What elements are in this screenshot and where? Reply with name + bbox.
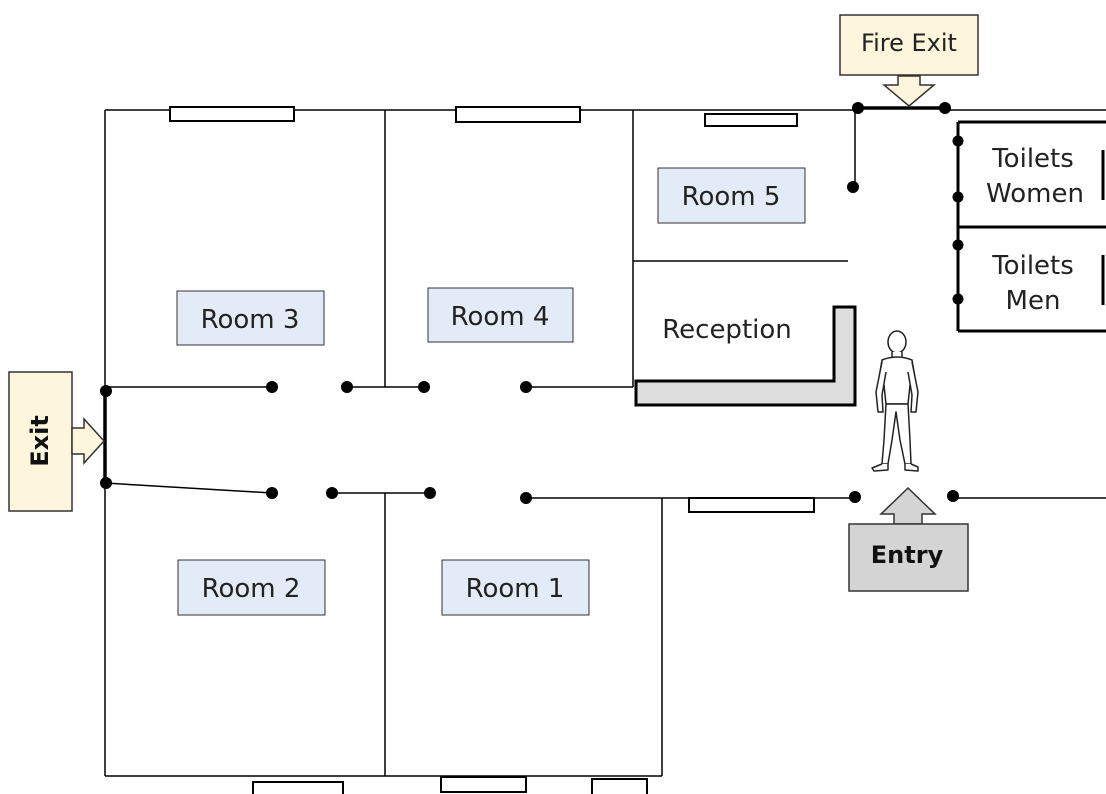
svg-text:Fire Exit: Fire Exit bbox=[861, 29, 957, 57]
window bbox=[252, 781, 344, 794]
window bbox=[440, 776, 527, 793]
toilets-men-label-line2: Men bbox=[1006, 286, 1061, 316]
exit-sign: Exit bbox=[8, 371, 106, 512]
svg-text:Room 1: Room 1 bbox=[466, 574, 565, 604]
svg-text:Exit: Exit bbox=[26, 415, 54, 467]
reception-desk bbox=[634, 305, 857, 407]
toilets-women-label-line2: Women bbox=[986, 179, 1084, 209]
window bbox=[591, 778, 648, 794]
reception-label: Reception bbox=[662, 315, 792, 345]
room-5-label: Room 5 bbox=[657, 167, 806, 224]
window bbox=[688, 497, 815, 513]
up-arrow-icon bbox=[879, 486, 937, 525]
toilets-women-label-line1: Toilets bbox=[991, 144, 1074, 174]
room-1-label: Room 1 bbox=[441, 559, 590, 616]
svg-text:Room 4: Room 4 bbox=[451, 302, 550, 332]
entry-sign: Entry bbox=[848, 486, 969, 592]
window bbox=[455, 106, 581, 123]
right-arrow-icon bbox=[71, 417, 106, 465]
door-hinges bbox=[100, 102, 964, 504]
room-2-label: Room 2 bbox=[177, 559, 326, 616]
walls bbox=[104, 109, 1106, 777]
svg-text:Room 5: Room 5 bbox=[682, 182, 781, 212]
fire-exit-sign: Fire Exit bbox=[839, 14, 979, 107]
svg-text:Room 2: Room 2 bbox=[202, 574, 301, 604]
windows bbox=[169, 106, 815, 794]
down-arrow-icon bbox=[881, 75, 937, 107]
standing-person-icon bbox=[871, 330, 919, 472]
svg-text:Entry: Entry bbox=[871, 541, 944, 569]
toilets-men-label-line1: Toilets bbox=[991, 251, 1074, 281]
room-4-label: Room 4 bbox=[427, 287, 574, 343]
window bbox=[169, 106, 295, 122]
window bbox=[704, 113, 798, 127]
svg-text:Room 3: Room 3 bbox=[201, 305, 300, 335]
room-3-label: Room 3 bbox=[176, 290, 325, 346]
